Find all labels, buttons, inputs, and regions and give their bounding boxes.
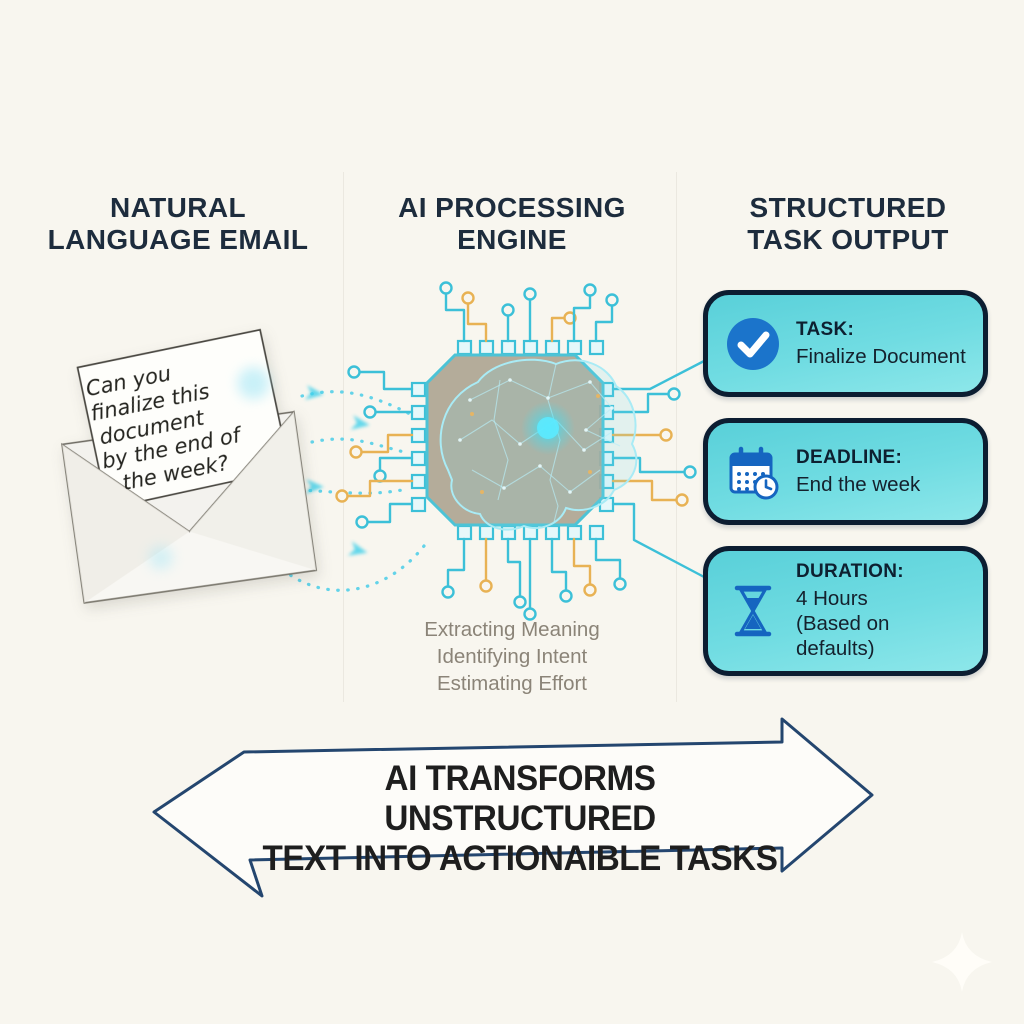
banner-line: AI TRANSFORMS UNSTRUCTURED — [384, 759, 656, 838]
deadline-card-label: DEADLINE: — [796, 446, 903, 468]
task-card-value: Finalize Document — [796, 344, 966, 368]
title-line: TASK OUTPUT — [747, 224, 949, 256]
duration-value-line: 4 Hours — [796, 587, 868, 610]
engine-caption: Extracting Meaning Identifying Intent Es… — [362, 616, 662, 697]
task-card: TASK: Finalize Document — [703, 290, 988, 397]
circuit-traces-left — [335, 365, 414, 529]
double-arrow-shape — [152, 717, 874, 898]
title-line: STRUCTURED — [749, 192, 947, 223]
banner-text: AI TRANSFORMS UNSTRUCTURED TEXT INTO ACT… — [254, 759, 786, 879]
circuit-traces-bottom — [441, 537, 627, 621]
envelope-icon — [61, 328, 317, 604]
task-card-label: TASK: — [796, 318, 855, 340]
column-divider — [676, 172, 677, 702]
title-line: NATURAL — [109, 192, 247, 223]
summary-banner: AI TRANSFORMS UNSTRUCTURED TEXT INTO ACT… — [148, 712, 883, 902]
hourglass-icon — [724, 582, 782, 640]
duration-card-label: DURATION: — [796, 561, 904, 582]
deadline-card: DEADLINE: End the week — [703, 418, 988, 525]
column-title-natural-language-email: NATURAL LANGUAGE EMAIL — [28, 192, 328, 257]
ai-chip-illustration — [335, 281, 708, 621]
sparkle-icon — [932, 932, 992, 992]
caption-line: Extracting Meaning — [424, 618, 600, 641]
circuit-traces-top — [439, 281, 619, 343]
column-title-ai-processing-engine: AI PROCESSING ENGINE — [362, 192, 662, 257]
deadline-card-value: End the week — [796, 472, 921, 496]
column-title-structured-task-output: STRUCTURED TASK OUTPUT — [698, 192, 998, 257]
check-circle-icon — [724, 316, 782, 372]
title-line: LANGUAGE EMAIL — [47, 224, 309, 256]
title-line: AI PROCESSING — [398, 192, 626, 223]
caption-line: Identifying Intent — [436, 645, 588, 669]
duration-card: DURATION: 4 Hours (Based on defaults) — [703, 546, 988, 676]
duration-card-value: 4 Hours (Based on defaults) — [796, 586, 971, 661]
column-divider — [343, 172, 344, 702]
duration-value-line: (Based on defaults) — [796, 612, 890, 660]
banner-line: TEXT INTO ACTIONAIBLE TASKS — [262, 838, 778, 878]
caption-line: Estimating Effort — [436, 672, 588, 696]
circuit-traces-right — [611, 358, 708, 580]
title-line: ENGINE — [457, 224, 567, 256]
envelope-illustration: Can you finalize this document by the en… — [35, 318, 344, 653]
brain-icon — [439, 358, 638, 531]
email-to-engine-dotted-trails — [249, 385, 426, 592]
task-output-cards: TASK: Finalize Document — [703, 290, 988, 676]
calendar-clock-icon — [724, 444, 782, 500]
